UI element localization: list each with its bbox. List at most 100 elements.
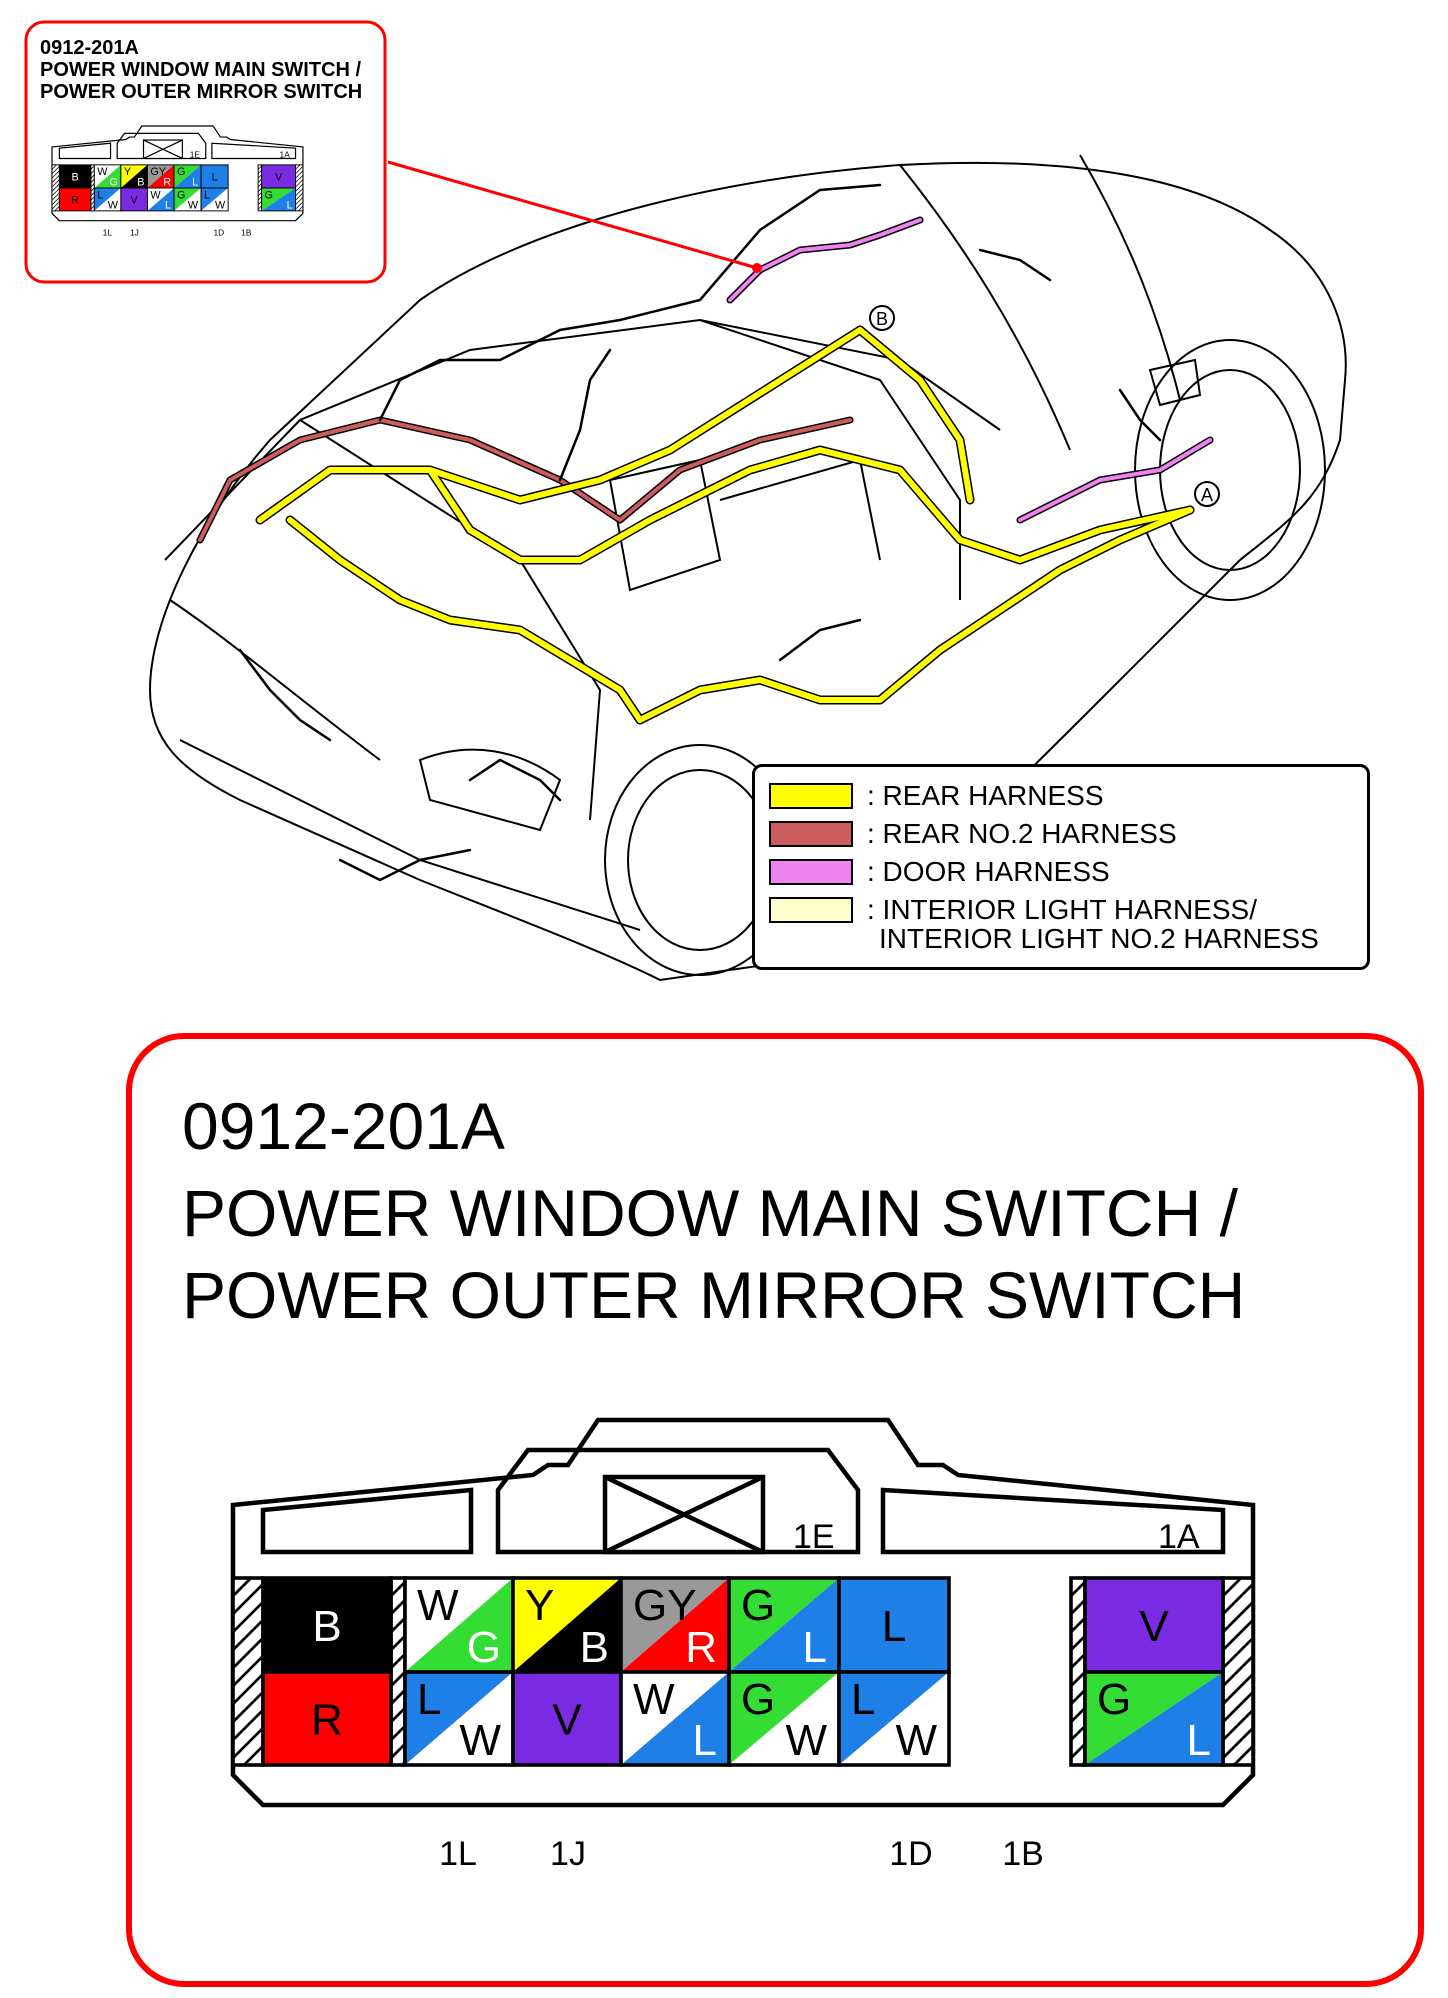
- inset-connector-hatch-line: [51, 183, 60, 192]
- main-connector-label-1b: 1B: [1002, 1835, 1044, 1873]
- main-connector-recess-right: [880, 1487, 1226, 1555]
- main-connector-hatch-line: [1222, 1673, 1254, 1705]
- main-title-line1: POWER WINDOW MAIN SWITCH /: [182, 1176, 1238, 1250]
- inset-connector-hatch-line: [257, 196, 262, 201]
- inset-connector-pin-top-2: WG: [93, 164, 122, 189]
- main-connector-pin-bottom-7-border: [1083, 1670, 1225, 1767]
- harness-legend: : REAR HARNESS : REAR NO.2 HARNESS : DOO…: [752, 764, 1370, 970]
- inset-connector-pin-top-5-stripe: [174, 164, 202, 188]
- inset-connector-hatch-line: [295, 179, 304, 188]
- inset-connector-hatch-line: [51, 166, 60, 174]
- main-connector-hatch-line: [1222, 1709, 1254, 1741]
- main-connector-hatch-line: [1222, 1583, 1254, 1615]
- inset-connector-hatch-line: [51, 201, 60, 210]
- main-connector-hatch-line: [1070, 1707, 1086, 1723]
- inset-connector-pin-bottom-3: V: [120, 187, 148, 212]
- inset-connector-hatch-line: [295, 188, 304, 197]
- harness-body-wires: [238, 183, 1162, 882]
- main-connector-hatch-line: [1233, 1745, 1254, 1766]
- inset-connector-pin-bottom-5-stripe: [174, 187, 202, 211]
- main-connector-hatch-line: [390, 1653, 406, 1669]
- inset-connector-hatch-line: [295, 183, 304, 192]
- inset-connector-pin-bottom-7: GL: [261, 187, 297, 211]
- inset-connector-hatch-line: [257, 170, 262, 174]
- callout-b: B: [869, 305, 895, 331]
- main-connector-hatch-line: [1070, 1599, 1086, 1615]
- inset-connector-pin-bottom-6: LW: [200, 187, 229, 211]
- inset-connector-hatch-line: [51, 164, 57, 170]
- inset-connector-pin-bottom-4-label-stripe: L: [165, 199, 171, 211]
- main-connector-hatch-line: [232, 1655, 264, 1687]
- main-connector-pin-top-2: WG: [403, 1576, 515, 1674]
- main-connector-pin-bottom-1-label: R: [311, 1695, 343, 1744]
- main-connector-pin-bottom-3-fill: [511, 1670, 623, 1767]
- legend-swatch: [769, 821, 853, 847]
- inset-connector-hatch-line: [295, 164, 301, 170]
- inset-connector-recess-left: [58, 142, 112, 160]
- inset-connector-key-cross: [143, 139, 183, 160]
- main-connector-hatch-line: [232, 1583, 264, 1615]
- inset-code: 0912-201A: [40, 37, 139, 59]
- legend-swatch: [769, 897, 853, 923]
- inset-connector-hatch-line: [90, 196, 95, 201]
- main-connector-hatch-line: [1070, 1581, 1086, 1597]
- main-connector-label-1j: 1J: [550, 1835, 586, 1873]
- inset-connector-pin-top-4: GYR: [146, 164, 175, 189]
- inset-connector-label-1l: 1L: [103, 227, 113, 237]
- main-connector-pin-top-2-label-stripe: G: [467, 1623, 501, 1672]
- main-connector-hatch-line: [232, 1619, 264, 1651]
- inset-connector-recess-right: [211, 142, 297, 160]
- main-connector-pin-bottom-7: GL: [1083, 1670, 1225, 1767]
- inset-connector-pin-bottom-2-stripe: [94, 187, 121, 211]
- harness-rear-no2-fill: [198, 418, 852, 542]
- inset-connector-label-1b: 1B: [241, 227, 252, 237]
- inset-connector-pin-bottom-6-label-stripe: W: [215, 199, 226, 211]
- main-connector-hatch-line: [390, 1599, 406, 1615]
- inset-connector-pin-bottom-1: R: [58, 187, 92, 212]
- main-connector-pin-bottom-2-label-stripe: W: [459, 1716, 501, 1765]
- inset-connector-pin-top-4-stripe: [147, 164, 175, 188]
- main-connector-hatch-line: [232, 1727, 264, 1759]
- legend-label: : REAR HARNESS: [867, 780, 1104, 811]
- legend-label: : DOOR HARNESS: [867, 856, 1110, 887]
- inset-title-line2: POWER OUTER MIRROR SWITCH: [40, 81, 363, 103]
- main-connector-pin-bottom-6-label-primary: L: [851, 1675, 875, 1724]
- main-connector-hatch-line: [1070, 1635, 1086, 1651]
- main-connector-pin-top-2-stripe: [405, 1578, 513, 1672]
- main-connector-hatch-line: [232, 1577, 252, 1597]
- inset-connector-hatch-line: [51, 188, 60, 197]
- inset-connector-pin-top-2-label-primary: W: [97, 166, 108, 178]
- inset-connector-pin-bottom-4-primary: [147, 187, 175, 211]
- main-connector-label-1l: 1L: [439, 1835, 477, 1873]
- legend-label: : REAR NO.2 HARNESS: [867, 818, 1177, 849]
- inset-connector-hatch-line: [90, 187, 95, 192]
- main-connector-hatch-line: [1222, 1619, 1254, 1651]
- main-connector-pin-bottom-4-stripe: [621, 1672, 729, 1765]
- main-connector-pin-top-4-stripe: [621, 1578, 729, 1672]
- inset-connector-hatch-line: [257, 165, 262, 170]
- inset-connector-hatch-line: [51, 170, 60, 179]
- inset-connector-pin-bottom-4: WL: [146, 187, 175, 211]
- main-connector-pin-top-7-label: V: [1139, 1602, 1169, 1651]
- inset-connector-pin-bottom-3-label: V: [131, 194, 139, 206]
- inset-connector-hatch-line: [257, 192, 262, 197]
- main-connector-pin-bottom-4-label-primary: W: [633, 1675, 675, 1724]
- main-connector-recess-center: [495, 1447, 861, 1555]
- main-connector-pin-top-6-label: L: [882, 1602, 906, 1651]
- main-connector-pin-bottom-5-stripe: [729, 1672, 839, 1765]
- main-connector-hatch-line: [390, 1617, 406, 1633]
- connector-location-dot: [752, 263, 762, 273]
- inset-connector-hatch-line: [90, 170, 95, 174]
- callout-a-label: A: [1201, 485, 1213, 505]
- inset-connector-pin-top-3: YB: [120, 164, 148, 189]
- inset-connector-pin-top-4-primary: [147, 164, 175, 188]
- main-connector-pin-top-4-label-primary: GY: [633, 1581, 697, 1630]
- main-connector-pin-bottom-5-label-primary: G: [741, 1675, 775, 1724]
- main-connector-pin-bottom-2-stripe: [405, 1672, 513, 1765]
- inset-connector-hatch-line: [90, 183, 95, 188]
- inset-connector-hatch-line: [257, 178, 262, 183]
- legend-item-rear-harness: : REAR HARNESS: [769, 781, 1104, 811]
- inset-connector-pin-top-3-label-primary: Y: [124, 166, 131, 178]
- main-connector-pin-top-7: V: [1083, 1576, 1225, 1674]
